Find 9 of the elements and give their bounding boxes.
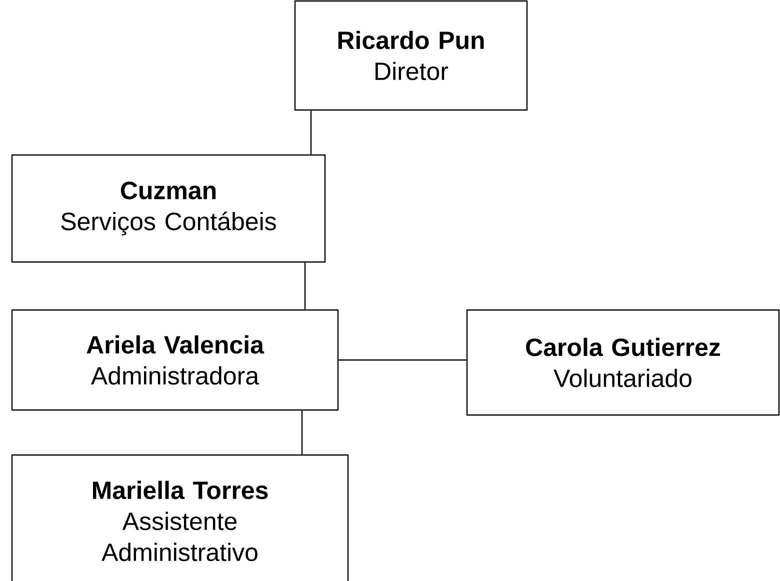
org-box: Cuzman Serviços Contábeis (11, 154, 326, 263)
connector-line (304, 262, 306, 310)
org-box: Ariela Valencia Administradora (11, 309, 339, 411)
org-box: Mariella Torres Assistente Administrativo (11, 454, 349, 581)
connector-line (310, 110, 312, 154)
connector-line (301, 410, 303, 454)
org-box: Carola Gutierrez Voluntariado (466, 309, 780, 416)
org-box: Ricardo Pun Diretor (294, 0, 528, 111)
connector-line (338, 359, 466, 361)
